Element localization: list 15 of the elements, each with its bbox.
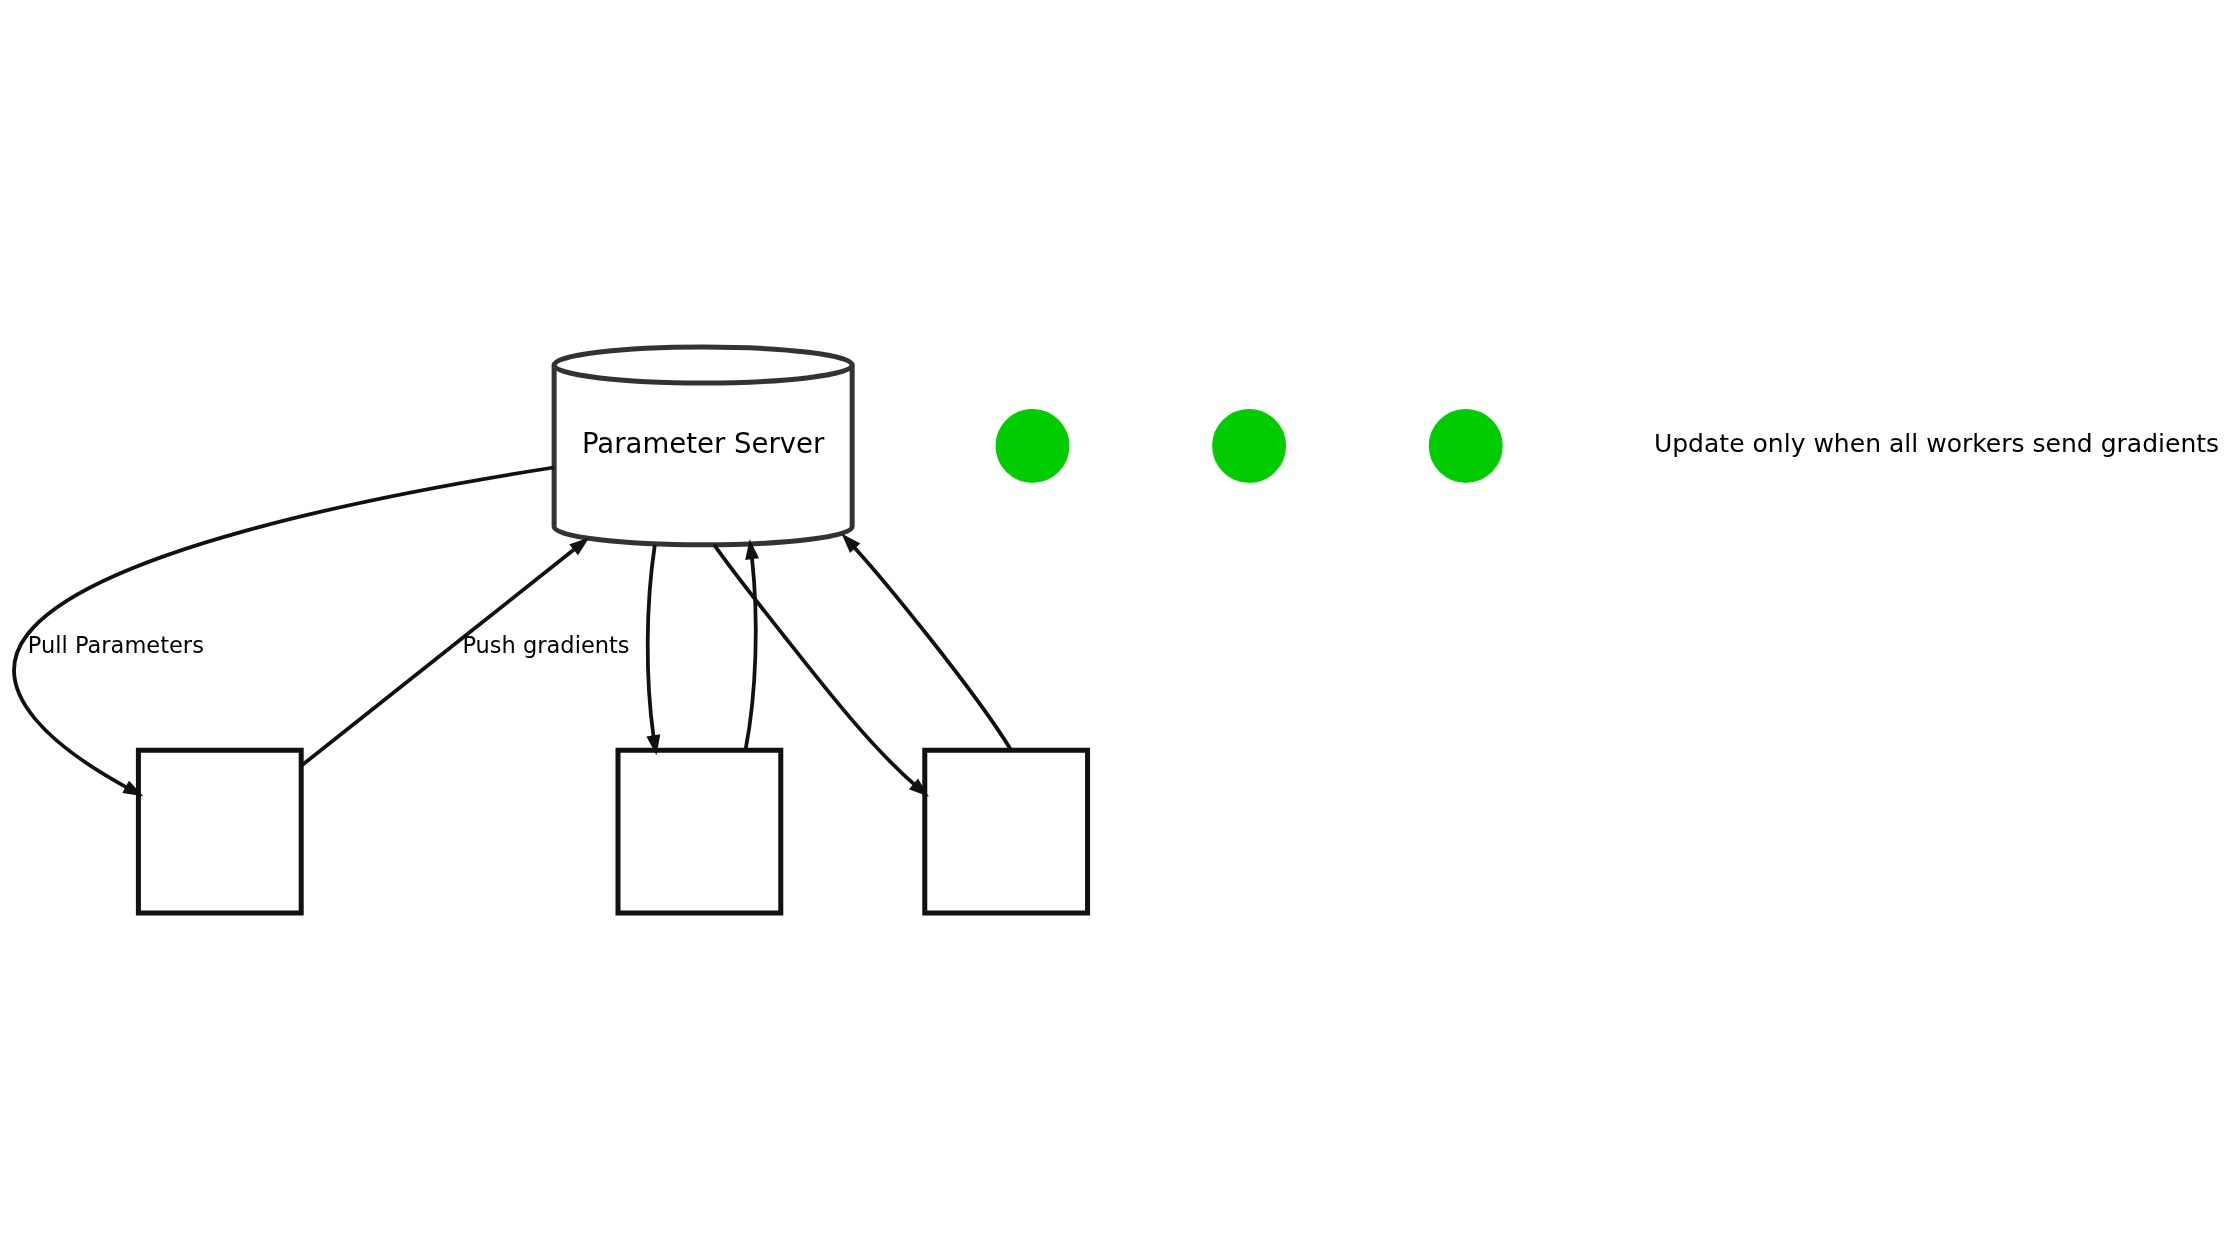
node-circle <box>995 409 1070 483</box>
arrow <box>645 544 661 756</box>
arrow <box>12 465 555 797</box>
label: Update only when all workers send gradients <box>1653 429 2220 459</box>
arrow <box>743 539 760 750</box>
arrow <box>300 537 590 768</box>
edge-label: Push gradients <box>462 632 630 659</box>
node-circle <box>1212 409 1287 483</box>
arrow <box>841 533 1013 751</box>
node-box <box>922 747 1091 916</box>
arrow <box>712 543 929 797</box>
edge-label: Pull Parameters <box>27 632 204 659</box>
node-box <box>135 747 304 916</box>
node-box <box>615 747 784 916</box>
node-circle <box>1428 409 1503 483</box>
